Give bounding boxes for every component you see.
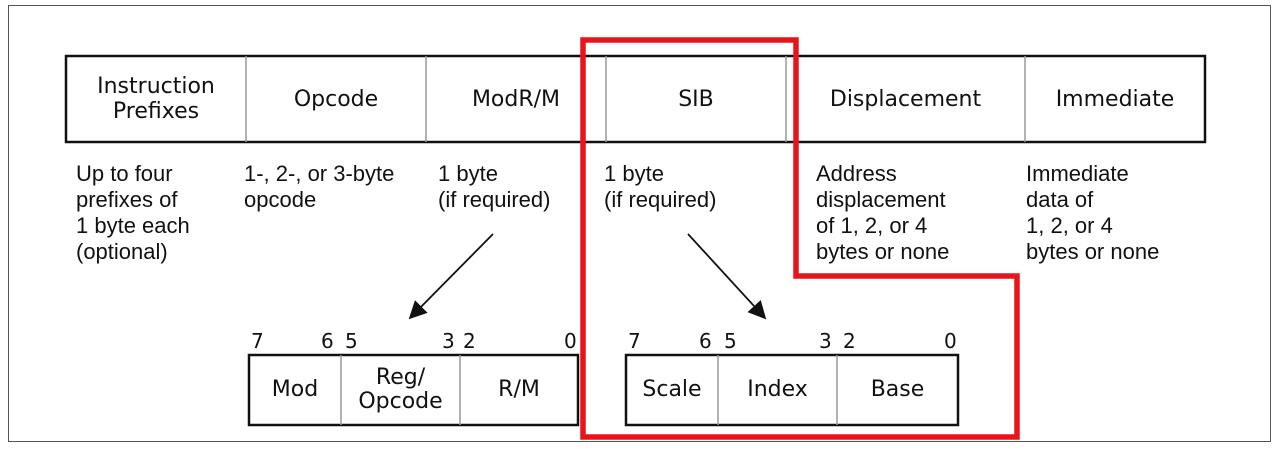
sib-bit-2: 2: [843, 329, 856, 353]
immediate-cell: Immediate: [1055, 86, 1175, 112]
sib-bit-5: 5: [724, 329, 737, 353]
modrm-bit-3: 3: [442, 329, 455, 353]
modrm-cell: ModR/M: [471, 86, 561, 112]
displacement-cell: Displacement: [829, 86, 982, 112]
displacement-desc: Address displacement of 1, 2, or 4 bytes…: [816, 161, 950, 264]
modrm-bit-0: 0: [564, 329, 577, 353]
sib-field-scale: Scale: [642, 377, 702, 402]
prefixes-cell: Instruction Prefixes: [97, 74, 215, 124]
sib-highlight-outline: [580, 37, 1020, 440]
immediate-desc: Immediate data of 1, 2, or 4 bytes or no…: [1026, 161, 1160, 264]
modrm-arrow: [408, 233, 494, 320]
sib-bit-0: 0: [944, 329, 957, 353]
sib-cell: SIB: [678, 86, 714, 112]
modrm-bit-7: 7: [251, 329, 264, 353]
modrm-byte-box: [247, 353, 580, 427]
modrm-desc: 1 byte (if required): [438, 161, 551, 212]
opcode-cell: Opcode: [293, 86, 379, 112]
modrm-bit-2: 2: [463, 329, 476, 353]
sib-bit-3: 3: [819, 329, 832, 353]
sib-field-index: Index: [747, 377, 808, 402]
instruction-format-row: [64, 54, 1207, 144]
sib-bit-7: 7: [628, 329, 641, 353]
modrm-field-rm: R/M: [498, 377, 540, 402]
sib-field-base: Base: [870, 377, 925, 402]
sib-byte-box: [624, 353, 960, 427]
sib-arrow: [687, 233, 767, 320]
modrm-field-reg-opcode: Reg/ Opcode: [358, 365, 443, 414]
modrm-bit-5: 5: [345, 329, 358, 353]
sib-bit-6: 6: [699, 329, 712, 353]
diagram-frame: [8, 5, 1271, 442]
prefixes-desc: Up to four prefixes of 1 byte each (opti…: [76, 161, 190, 264]
opcode-desc: 1-, 2-, or 3-byte opcode: [244, 161, 395, 212]
modrm-field-mod: Mod: [271, 377, 319, 402]
sib-desc: 1 byte (if required): [604, 161, 717, 212]
modrm-bit-6: 6: [321, 329, 334, 353]
